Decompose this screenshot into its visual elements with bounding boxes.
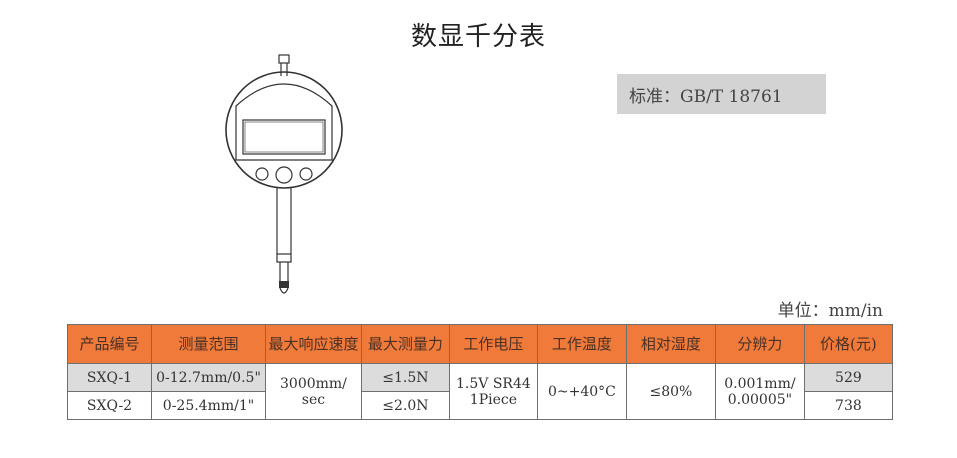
cell-humidity: ≤80% <box>625 363 716 420</box>
resolution-line-2: 0.00005" <box>727 391 793 408</box>
table-header-row: 产品编号 测量范围 最大响应速度 最大测量力 工作电压 工作温度 相对湿度 分辨… <box>67 324 893 364</box>
header-humidity: 相对湿度 <box>625 324 716 364</box>
cell-resolution: 0.001mm/ 0.00005" <box>714 363 805 420</box>
cell-price: 529 <box>803 363 893 392</box>
unit-label: 单位：mm/in <box>777 301 883 321</box>
cell-response-speed: 3000mm/ sec <box>265 363 362 420</box>
table-row: SXQ-2 0-25.4mm/1" ≤2.0N 738 <box>67 391 893 420</box>
dial-indicator-icon <box>225 54 343 294</box>
spec-table: 产品编号 测量范围 最大响应速度 最大测量力 工作电压 工作温度 相对湿度 分辨… <box>67 324 893 420</box>
cell-max-force: ≤2.0N <box>360 391 450 420</box>
cell-max-force: ≤1.5N <box>360 363 450 392</box>
cell-range: 0-25.4mm/1" <box>151 391 266 420</box>
voltage-line-2: 1Piece <box>469 391 518 408</box>
header-resolution: 分辨力 <box>714 324 805 364</box>
cell-temperature: 0~+40°C <box>536 363 627 420</box>
header-model: 产品编号 <box>67 324 152 364</box>
header-range: 测量范围 <box>151 324 266 364</box>
header-voltage: 工作电压 <box>448 324 538 364</box>
standard-label: 标准：GB/T 18761 <box>617 74 826 114</box>
resolution-line-1: 0.001mm/ <box>724 375 796 392</box>
header-response-speed: 最大响应速度 <box>265 324 362 364</box>
cell-price: 738 <box>803 391 893 420</box>
voltage-line-1: 1.5V SR44 <box>456 375 531 392</box>
header-temperature: 工作温度 <box>536 324 627 364</box>
table-row: SXQ-1 0-12.7mm/0.5" 3000mm/ sec ≤1.5N 1.… <box>67 363 893 420</box>
cell-voltage: 1.5V SR44 1Piece <box>448 363 538 420</box>
header-max-force: 最大测量力 <box>360 324 450 364</box>
cell-range: 0-12.7mm/0.5" <box>151 363 266 392</box>
cell-model: SXQ-1 <box>67 363 152 392</box>
page-title: 数显千分表 <box>410 22 546 52</box>
header-price: 价格(元) <box>803 324 893 364</box>
cell-model: SXQ-2 <box>67 391 152 420</box>
